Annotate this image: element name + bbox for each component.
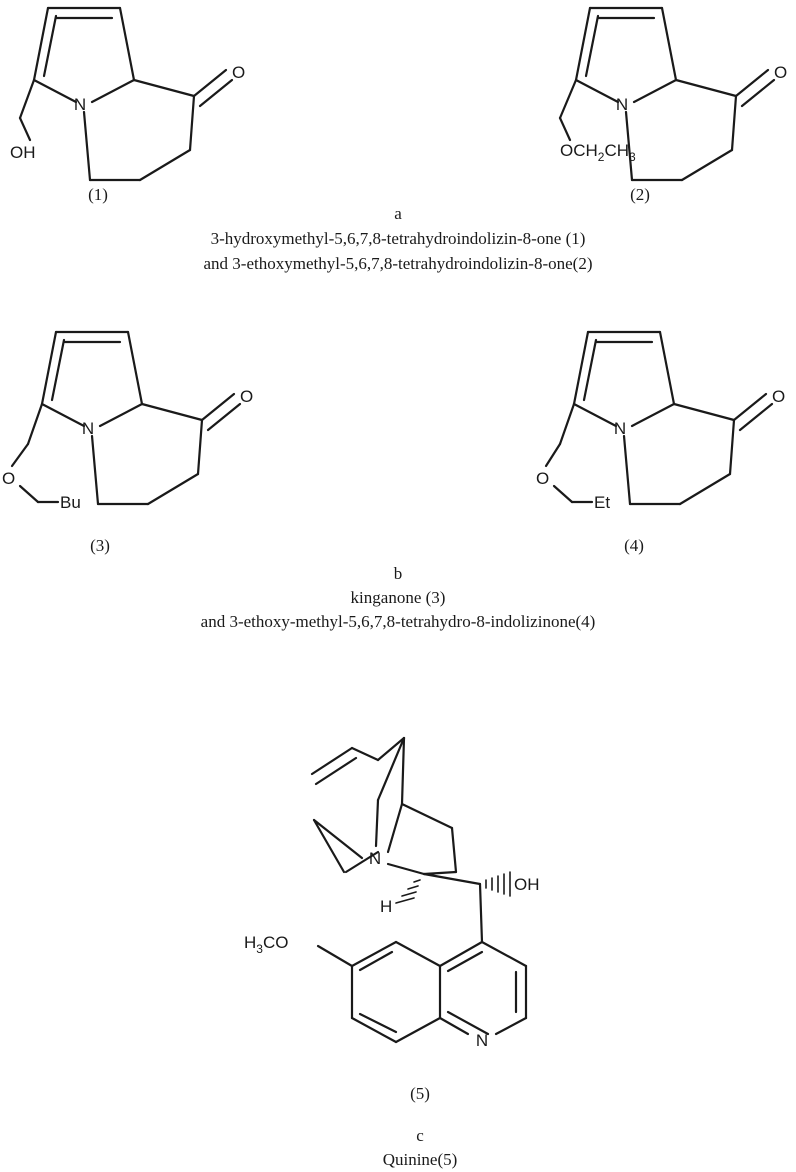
methoxy-group: H3CO <box>244 933 288 956</box>
caption-c-letter: c <box>416 1126 424 1145</box>
label-5: (5) <box>410 1084 430 1103</box>
structure-1: N O OH (1) <box>10 6 245 204</box>
ether-o-atom: O <box>536 469 549 488</box>
caption-c: c Quinine(5) <box>383 1126 458 1169</box>
ethoxy-group: OCH2CH3 <box>560 141 636 164</box>
label-4: (4) <box>624 536 644 555</box>
caption-a: a 3-hydroxymethyl-5,6,7,8-tetrahydroindo… <box>204 204 593 273</box>
keto-o-atom: O <box>774 63 787 82</box>
ether-o-atom: O <box>2 469 15 488</box>
h-atom: H <box>380 897 392 916</box>
label-3: (3) <box>90 536 110 555</box>
keto-o-atom: O <box>240 387 253 406</box>
oh-group: OH <box>514 875 540 894</box>
n-atom: N <box>614 419 626 438</box>
label-2: (2) <box>630 185 650 204</box>
label-1: (1) <box>88 185 108 204</box>
oh-group: OH <box>10 143 36 162</box>
caption-b: b kinganone (3) and 3-ethoxy-methyl-5,6,… <box>201 564 596 631</box>
caption-b-line2: and 3-ethoxy-methyl-5,6,7,8-tetrahydro-8… <box>201 612 596 631</box>
caption-b-letter: b <box>394 564 403 583</box>
caption-a-letter: a <box>394 204 402 223</box>
keto-o-atom: O <box>772 387 785 406</box>
bridgehead-n-atom: N <box>369 849 381 868</box>
caption-c-line1: Quinine(5) <box>383 1150 458 1169</box>
n-atom: N <box>74 95 86 114</box>
structure-5: N H OH N H3CO (5) <box>244 736 540 1103</box>
n-atom: N <box>616 95 628 114</box>
caption-a-line1: 3-hydroxymethyl-5,6,7,8-tetrahydroindoli… <box>211 229 586 248</box>
caption-b-line1: kinganone (3) <box>351 588 446 607</box>
caption-a-line2: and 3-ethoxymethyl-5,6,7,8-tetrahydroind… <box>204 254 593 273</box>
quinoline-n-atom: N <box>476 1031 488 1050</box>
keto-o-atom: O <box>232 63 245 82</box>
butyl-group: Bu <box>60 493 81 512</box>
structure-2: N O OCH2CH3 (2) <box>558 6 787 204</box>
structure-3: N O O Bu (3) <box>2 330 253 555</box>
ethyl-group: Et <box>594 493 610 512</box>
n-atom: N <box>82 419 94 438</box>
structure-4: N O O Et (4) <box>536 330 785 555</box>
